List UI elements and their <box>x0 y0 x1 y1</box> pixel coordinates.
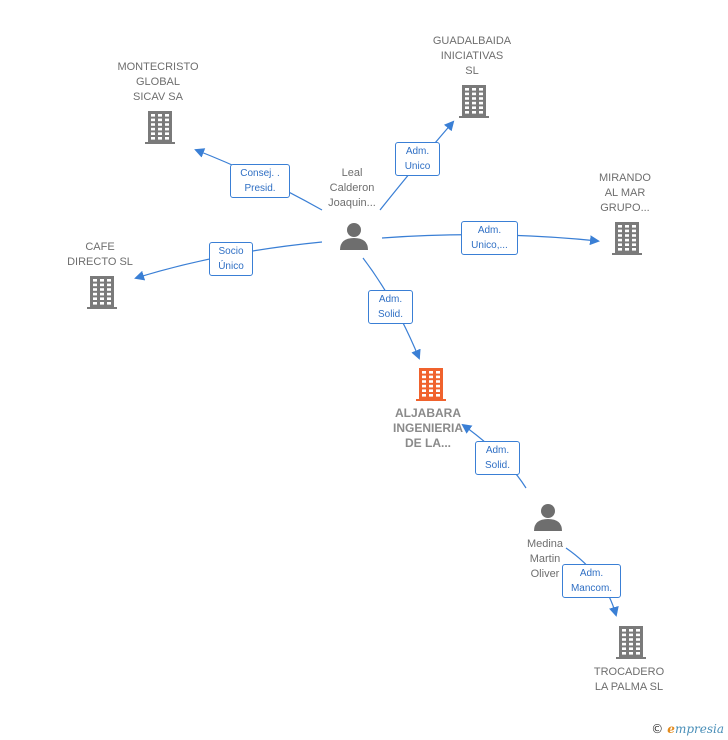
copyright-icon: © <box>651 722 664 736</box>
relation-adm-unico-mirando[interactable]: Adm. Unico,... <box>461 221 518 255</box>
medina-label[interactable]: Medina Martin Oliver <box>526 538 564 580</box>
aljabara-building-icon[interactable] <box>416 368 446 401</box>
footer-brand: ©empresia <box>651 722 724 736</box>
relation-adm-unico-guadalbaida[interactable]: Adm. Unico <box>395 142 440 176</box>
trocadero-label[interactable]: TROCADERO LA PALMA SL <box>593 666 665 693</box>
aljabara-label[interactable]: ALJABARA INGENIERIA DE LA... <box>392 406 463 450</box>
relation-adm-solid-medina[interactable]: Adm. Solid. <box>475 441 520 475</box>
brand-e: e <box>667 722 675 736</box>
relation-adm-solid-leal[interactable]: Adm. Solid. <box>368 290 413 324</box>
leal-label[interactable]: Leal Calderon Joaquin... <box>328 167 376 209</box>
mirando-label[interactable]: MIRANDO AL MAR GRUPO... <box>599 172 651 214</box>
cafe-label[interactable]: CAFE DIRECTO SL <box>67 241 133 268</box>
medina-person-icon[interactable] <box>534 504 562 531</box>
trocadero-building-icon[interactable] <box>616 626 646 659</box>
brand-rest: mpresia <box>674 722 724 736</box>
cafe-building-icon[interactable] <box>87 276 117 309</box>
mirando-building-icon[interactable] <box>612 222 642 255</box>
guadalbaida-building-icon[interactable] <box>459 85 489 118</box>
relation-consej-presid[interactable]: Consej. . Presid. <box>230 164 290 198</box>
leal-person-icon[interactable] <box>340 223 368 250</box>
relation-socio-unico[interactable]: Socio Único <box>209 242 253 276</box>
guadalbaida-label[interactable]: GUADALBAIDA INICIATIVAS SL <box>432 35 512 77</box>
montecristo-label[interactable]: MONTECRISTO GLOBAL SICAV SA <box>117 61 199 103</box>
relation-adm-mancom[interactable]: Adm. Mancom. <box>562 564 621 598</box>
montecristo-building-icon[interactable] <box>145 111 175 144</box>
